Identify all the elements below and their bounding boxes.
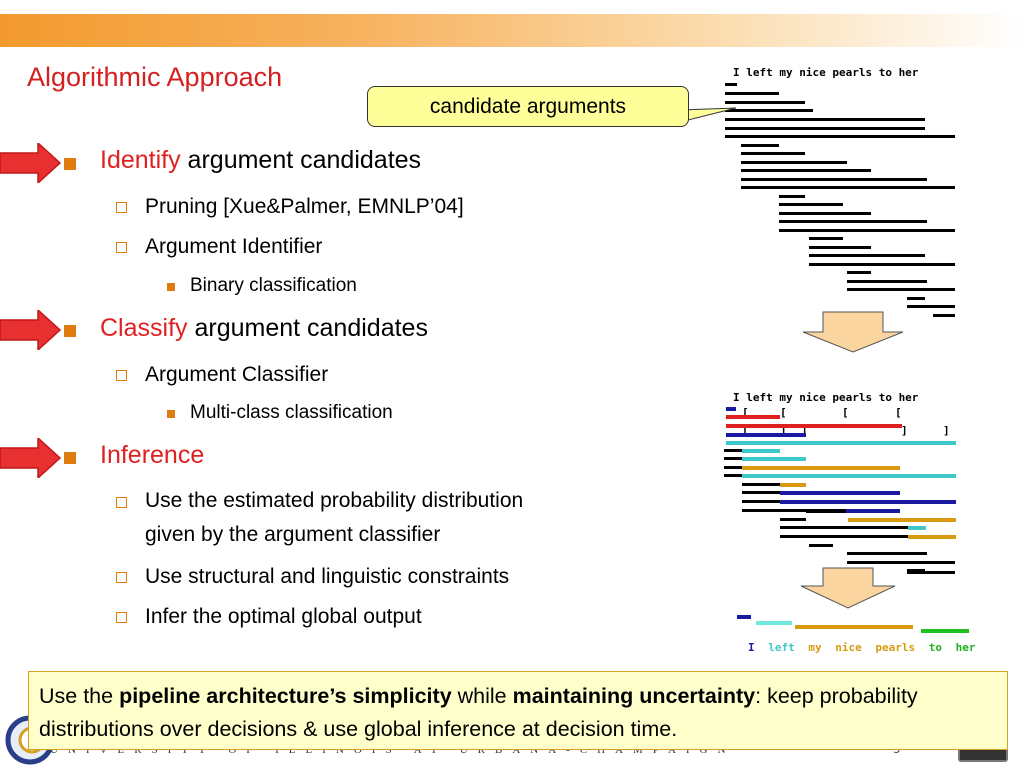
red-arrow-icon xyxy=(0,143,62,183)
callout-pointer xyxy=(680,107,737,123)
bullet-structural-constraints: Use structural and linguistic constraint… xyxy=(145,565,510,588)
bullet-identify: Identify argument candidates xyxy=(100,146,421,175)
bullet-square-small-icon xyxy=(167,410,175,418)
bullet-square-icon xyxy=(64,452,76,464)
bullet-classify: Classify argument candidates xyxy=(100,314,428,343)
final-output-lines xyxy=(737,615,969,633)
figure-sentence-top: I left my nice pearls to her xyxy=(733,66,919,79)
classified-lines xyxy=(724,407,956,574)
bullet-identify-highlight: Identify xyxy=(100,146,181,174)
bullet-box-icon xyxy=(116,497,127,508)
bullet-box-icon xyxy=(116,572,127,583)
bullet-binary-classification: Binary classification xyxy=(190,275,357,296)
word-left: left xyxy=(768,641,795,654)
bullet-infer-optimal: Infer the optimal global output xyxy=(145,605,422,628)
red-arrow-icon xyxy=(0,438,62,478)
summary-text-1: Use the xyxy=(39,684,120,708)
bullet-use-probability-line1: Use the estimated probability distributi… xyxy=(145,489,524,512)
summary-text-3: : keep probability distributions over de… xyxy=(39,684,918,741)
summary-bold-1: pipeline architecture’s simplicity xyxy=(119,684,452,708)
word-pearls: pearls xyxy=(875,641,915,654)
bullet-inference: Inference xyxy=(100,441,205,469)
bullet-box-icon xyxy=(116,202,127,213)
red-arrow-icon xyxy=(0,310,62,350)
word-her: her xyxy=(956,641,976,654)
bullet-use-probability-line2: given by the argument classifier xyxy=(145,523,441,546)
bullet-argument-classifier: Argument Classifier xyxy=(145,363,329,386)
bullet-pruning: Pruning [Xue&Palmer, EMNLP’04] xyxy=(145,195,464,218)
svg-text:[: [ xyxy=(780,406,787,419)
word-to: to xyxy=(929,641,943,654)
svg-text:[: [ xyxy=(742,406,749,419)
svg-text:]: ] xyxy=(780,424,787,437)
bullet-classify-highlight: Classify xyxy=(100,314,188,342)
svg-text:]: ] xyxy=(901,424,908,437)
bullet-classify-rest: argument candidates xyxy=(187,314,428,342)
argument-brackets: [ [ [ [ [ ] ] ] ] xyxy=(742,406,950,437)
bullet-box-icon xyxy=(116,612,127,623)
bullet-identify-rest: argument candidates xyxy=(180,146,422,174)
bullet-box-icon xyxy=(116,370,127,381)
candidate-arguments-figure: I left my nice pearls to her I left my n xyxy=(724,66,976,654)
word-i: I xyxy=(748,641,755,654)
bullet-square-icon xyxy=(64,325,76,337)
svg-text:]: ] xyxy=(801,424,808,437)
summary-bold-2: maintaining uncertainty xyxy=(512,684,756,708)
down-arrow-icon xyxy=(800,567,896,609)
summary-box: Use the pipeline architecture’s simplici… xyxy=(28,671,1008,750)
callout-candidate-arguments: candidate arguments xyxy=(367,86,689,127)
down-arrow-icon xyxy=(802,311,904,353)
svg-text:[: [ xyxy=(842,406,849,419)
bullet-multiclass-classification: Multi-class classification xyxy=(190,402,393,423)
bullet-argument-identifier: Argument Identifier xyxy=(145,235,323,258)
word-my: my xyxy=(808,641,822,654)
bullet-box-icon xyxy=(116,242,127,253)
svg-text:]: ] xyxy=(943,424,950,437)
figure-sentence-middle: I left my nice pearls to her xyxy=(733,391,919,404)
svg-text:[: [ xyxy=(895,406,902,419)
bullet-square-icon xyxy=(64,158,76,170)
word-nice: nice xyxy=(835,641,862,654)
candidate-lines-top xyxy=(725,83,955,317)
figure-sentence-bottom: I left my nice pearls to her xyxy=(748,641,976,654)
summary-text-2: while xyxy=(451,684,513,708)
slide-title: Algorithmic Approach xyxy=(27,62,283,92)
header-gradient-bar xyxy=(0,14,1024,47)
svg-text:[: [ xyxy=(742,424,749,437)
bullet-square-small-icon xyxy=(167,283,175,291)
